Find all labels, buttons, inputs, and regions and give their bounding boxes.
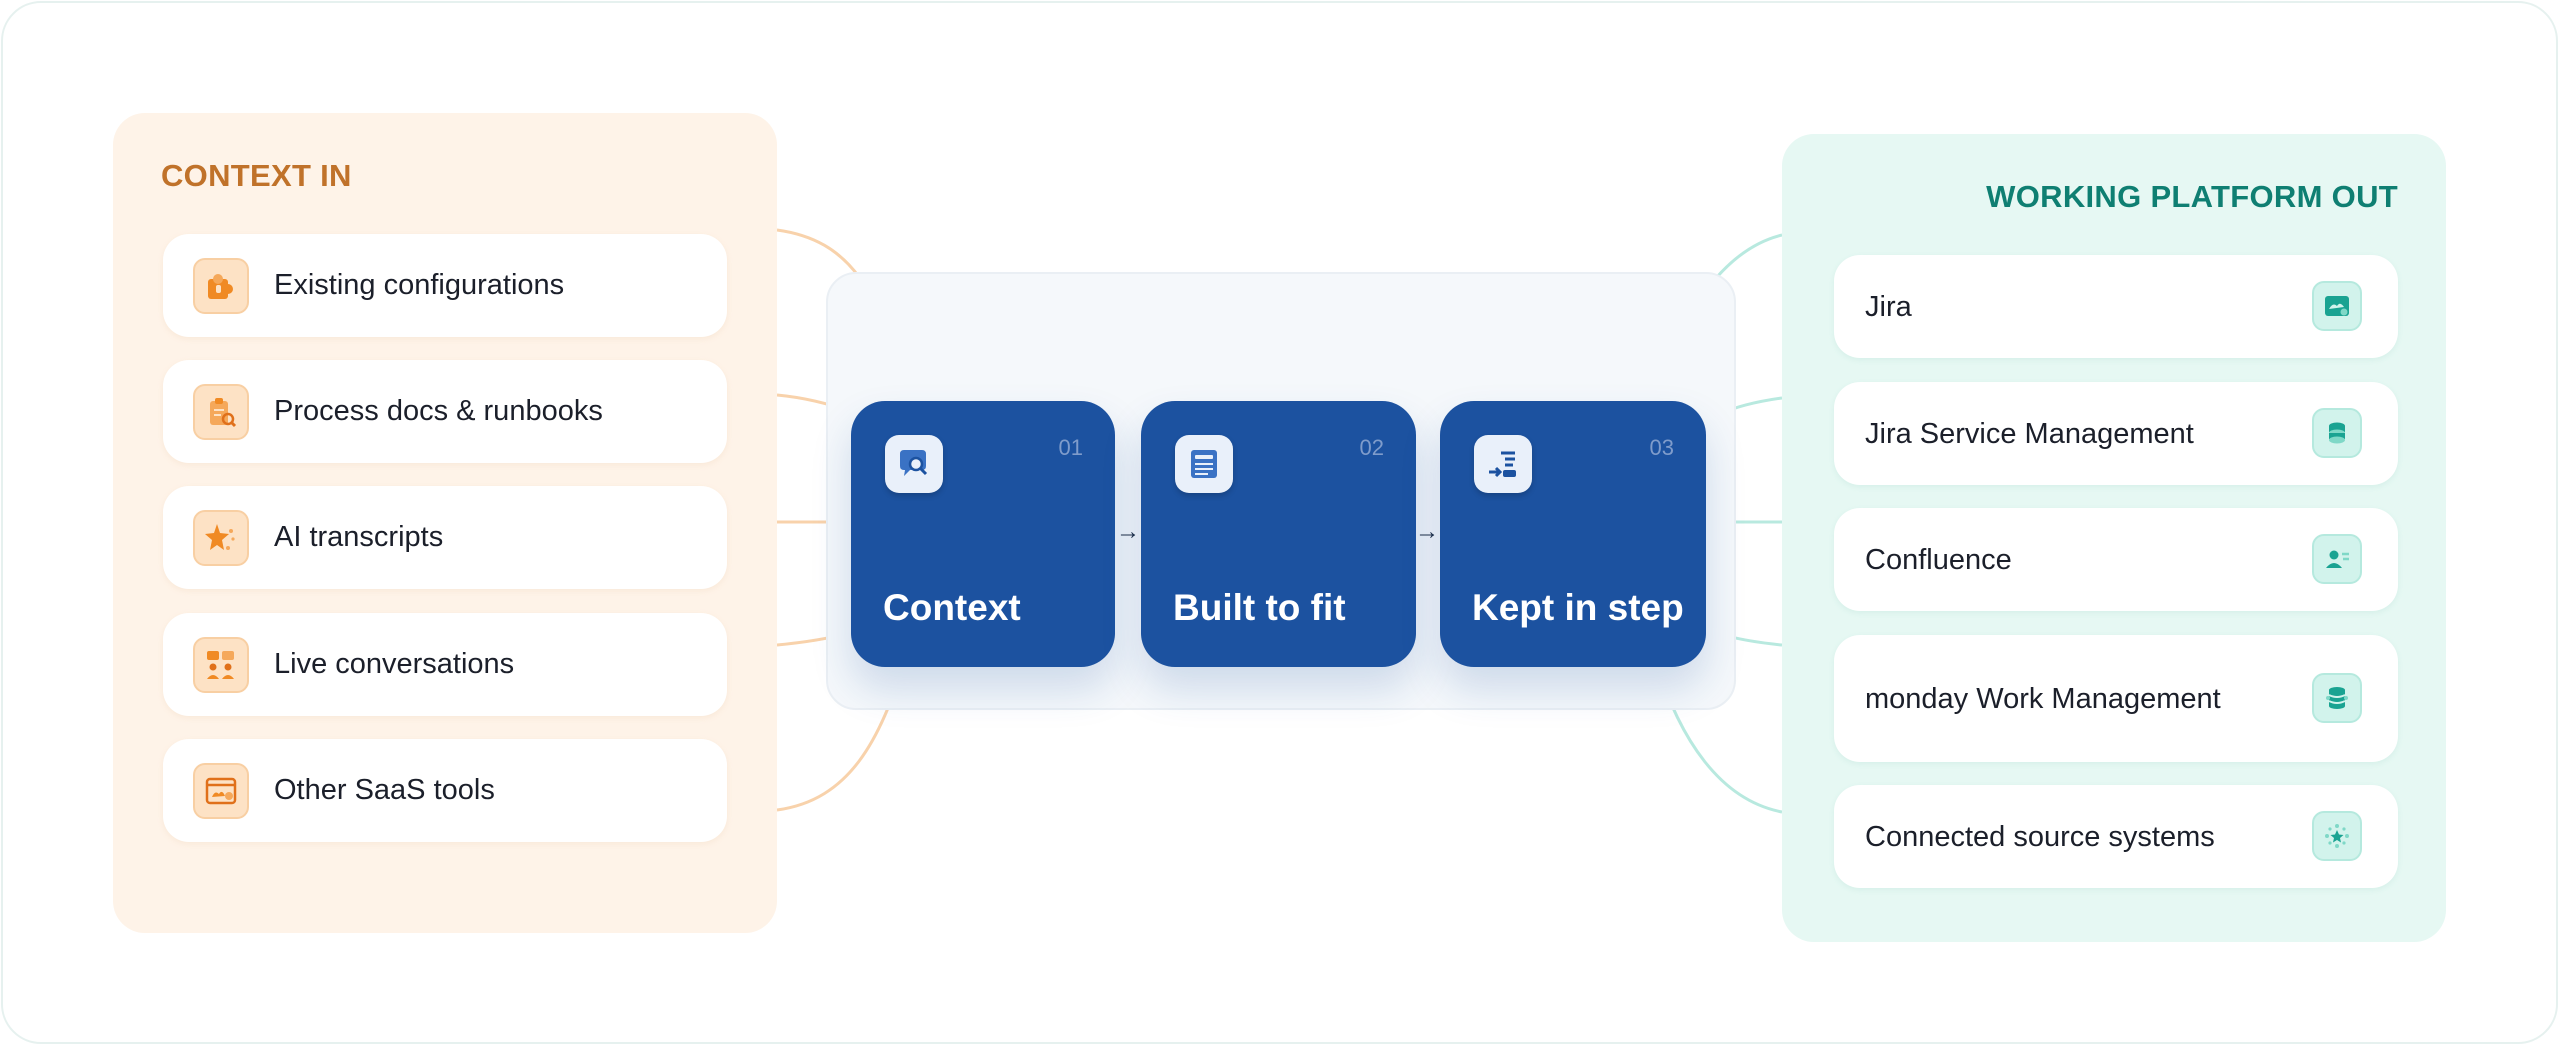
platform-item-label: Jira Service Management (1865, 417, 2194, 450)
board-icon (2312, 281, 2362, 331)
network-star-icon (2312, 811, 2362, 861)
flow-arrow-icon: → (1415, 518, 1439, 545)
platform-item-monday-work-management: monday Work Management (1834, 635, 2398, 762)
platform-item-jira-service-management: Jira Service Management (1834, 382, 2398, 485)
step-built-to-fit: 02 Built to fit (1141, 401, 1416, 667)
platform-item-confluence: Confluence (1834, 508, 2398, 611)
people-chat-icon (193, 637, 249, 693)
step-number: 03 (1649, 435, 1674, 460)
step-title: Kept in step (1472, 587, 1684, 628)
platform-item-label: Jira (1865, 290, 1912, 323)
context-item-label: Other SaaS tools (274, 774, 495, 806)
stack-icon (2312, 408, 2362, 458)
chat-search-icon (885, 435, 943, 493)
context-item-label: AI transcripts (274, 521, 444, 553)
list-arrow-icon (1474, 435, 1532, 493)
step-number: 01 (1058, 435, 1083, 460)
working-platform-out-title: WORKING PLATFORM OUT (1986, 179, 2398, 214)
platform-item-label: monday Work Management (1865, 682, 2221, 715)
step-title: Context (883, 587, 1021, 628)
context-item-other-saas-tools: Other SaaS tools (163, 739, 727, 842)
context-item-label: Process docs & runbooks (274, 395, 603, 427)
person-card-icon (2312, 534, 2362, 584)
database-icon (2312, 673, 2362, 723)
context-in-title: CONTEXT IN (161, 158, 352, 193)
platform-item-jira: Jira (1834, 255, 2398, 358)
working-platform-out-panel: WORKING PLATFORM OUT Jira Jira Service M… (1782, 134, 2446, 942)
context-item-label: Live conversations (274, 648, 515, 680)
context-item-ai-transcripts: AI transcripts (163, 486, 727, 589)
flow-arrow-icon: → (1116, 518, 1140, 545)
platform-item-label: Connected source systems (1865, 820, 2215, 853)
context-item-existing-configurations: Existing configurations (163, 234, 727, 337)
puzzle-icon (193, 258, 249, 314)
context-item-live-conversations: Live conversations (163, 613, 727, 716)
platform-item-label: Confluence (1865, 543, 2012, 576)
context-in-panel: CONTEXT IN Existing configurations Proce… (113, 113, 777, 933)
sparkle-star-icon (193, 510, 249, 566)
context-item-process-docs: Process docs & runbooks (163, 360, 727, 463)
platform-item-connected-source-systems: Connected source systems (1834, 785, 2398, 888)
step-number: 02 (1359, 435, 1384, 460)
context-item-label: Existing configurations (274, 269, 565, 301)
clipboard-search-icon (193, 384, 249, 440)
step-title: Built to fit (1173, 587, 1346, 628)
app-window-icon (193, 763, 249, 819)
step-context: 01 Context (851, 401, 1115, 667)
document-list-icon (1175, 435, 1233, 493)
step-kept-in-step: 03 Kept in step (1440, 401, 1706, 667)
